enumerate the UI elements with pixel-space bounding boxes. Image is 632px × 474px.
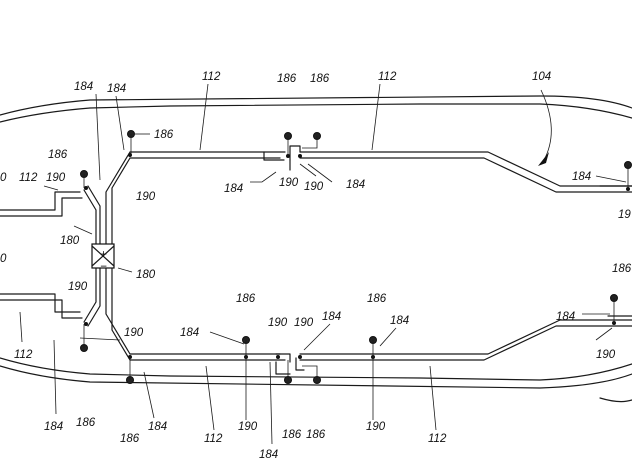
frame-left xyxy=(0,191,83,319)
label-184: 184 xyxy=(44,421,63,433)
label-184: 184 xyxy=(74,81,93,93)
label-partial-right: 19 xyxy=(618,209,631,221)
label-partial-left: 0 xyxy=(0,253,7,265)
splice-dots xyxy=(84,153,630,359)
label-190: 190 xyxy=(268,317,288,329)
label-180: 180 xyxy=(60,235,80,247)
label-190: 190 xyxy=(68,281,88,293)
label-186: 186 xyxy=(306,429,326,441)
label-112: 112 xyxy=(428,433,447,445)
label-184: 184 xyxy=(107,83,126,95)
label-190: 190 xyxy=(279,177,299,189)
label-186: 186 xyxy=(367,293,387,305)
harness-routes xyxy=(83,145,632,375)
label-184: 184 xyxy=(322,311,341,323)
battery-plus-sign: + xyxy=(100,249,107,261)
reference-arrow-104 xyxy=(538,89,552,166)
label-104: 104 xyxy=(532,71,551,83)
label-partial-left: 0 xyxy=(0,172,7,184)
label-186: 186 xyxy=(612,263,632,275)
battery-minus-sign: − xyxy=(100,261,107,273)
label-184: 184 xyxy=(180,327,199,339)
label-190: 190 xyxy=(294,317,314,329)
label-184: 184 xyxy=(346,179,365,191)
label-186: 186 xyxy=(310,73,330,85)
label-184: 184 xyxy=(390,315,409,327)
label-190: 190 xyxy=(124,327,144,339)
leader-lines xyxy=(19,83,629,445)
label-186: 186 xyxy=(236,293,256,305)
label-112: 112 xyxy=(204,433,223,445)
label-184: 184 xyxy=(148,421,167,433)
label-186: 186 xyxy=(277,73,297,85)
battery-pack: + − xyxy=(91,243,115,273)
label-112: 112 xyxy=(14,349,33,361)
label-186: 186 xyxy=(48,149,68,161)
label-186: 186 xyxy=(154,129,174,141)
label-190: 190 xyxy=(304,181,324,193)
label-180: 180 xyxy=(136,269,156,281)
label-186: 186 xyxy=(282,429,302,441)
label-112: 112 xyxy=(378,71,397,83)
label-112: 112 xyxy=(202,71,221,83)
label-190: 190 xyxy=(596,349,616,361)
label-112: 112 xyxy=(19,172,38,184)
label-184: 184 xyxy=(572,171,591,183)
label-184: 184 xyxy=(224,183,243,195)
label-190: 190 xyxy=(238,421,258,433)
label-184: 184 xyxy=(556,311,575,323)
label-186: 186 xyxy=(76,417,96,429)
label-190: 190 xyxy=(366,421,386,433)
label-184: 184 xyxy=(259,449,278,461)
label-186: 186 xyxy=(120,433,140,445)
sensor-nodes xyxy=(80,130,632,384)
vehicle-outline xyxy=(0,95,632,403)
reference-labels: 184 184 112 186 186 112 104 186 186 0 11… xyxy=(0,71,632,461)
label-190: 190 xyxy=(46,172,66,184)
label-190: 190 xyxy=(136,191,156,203)
